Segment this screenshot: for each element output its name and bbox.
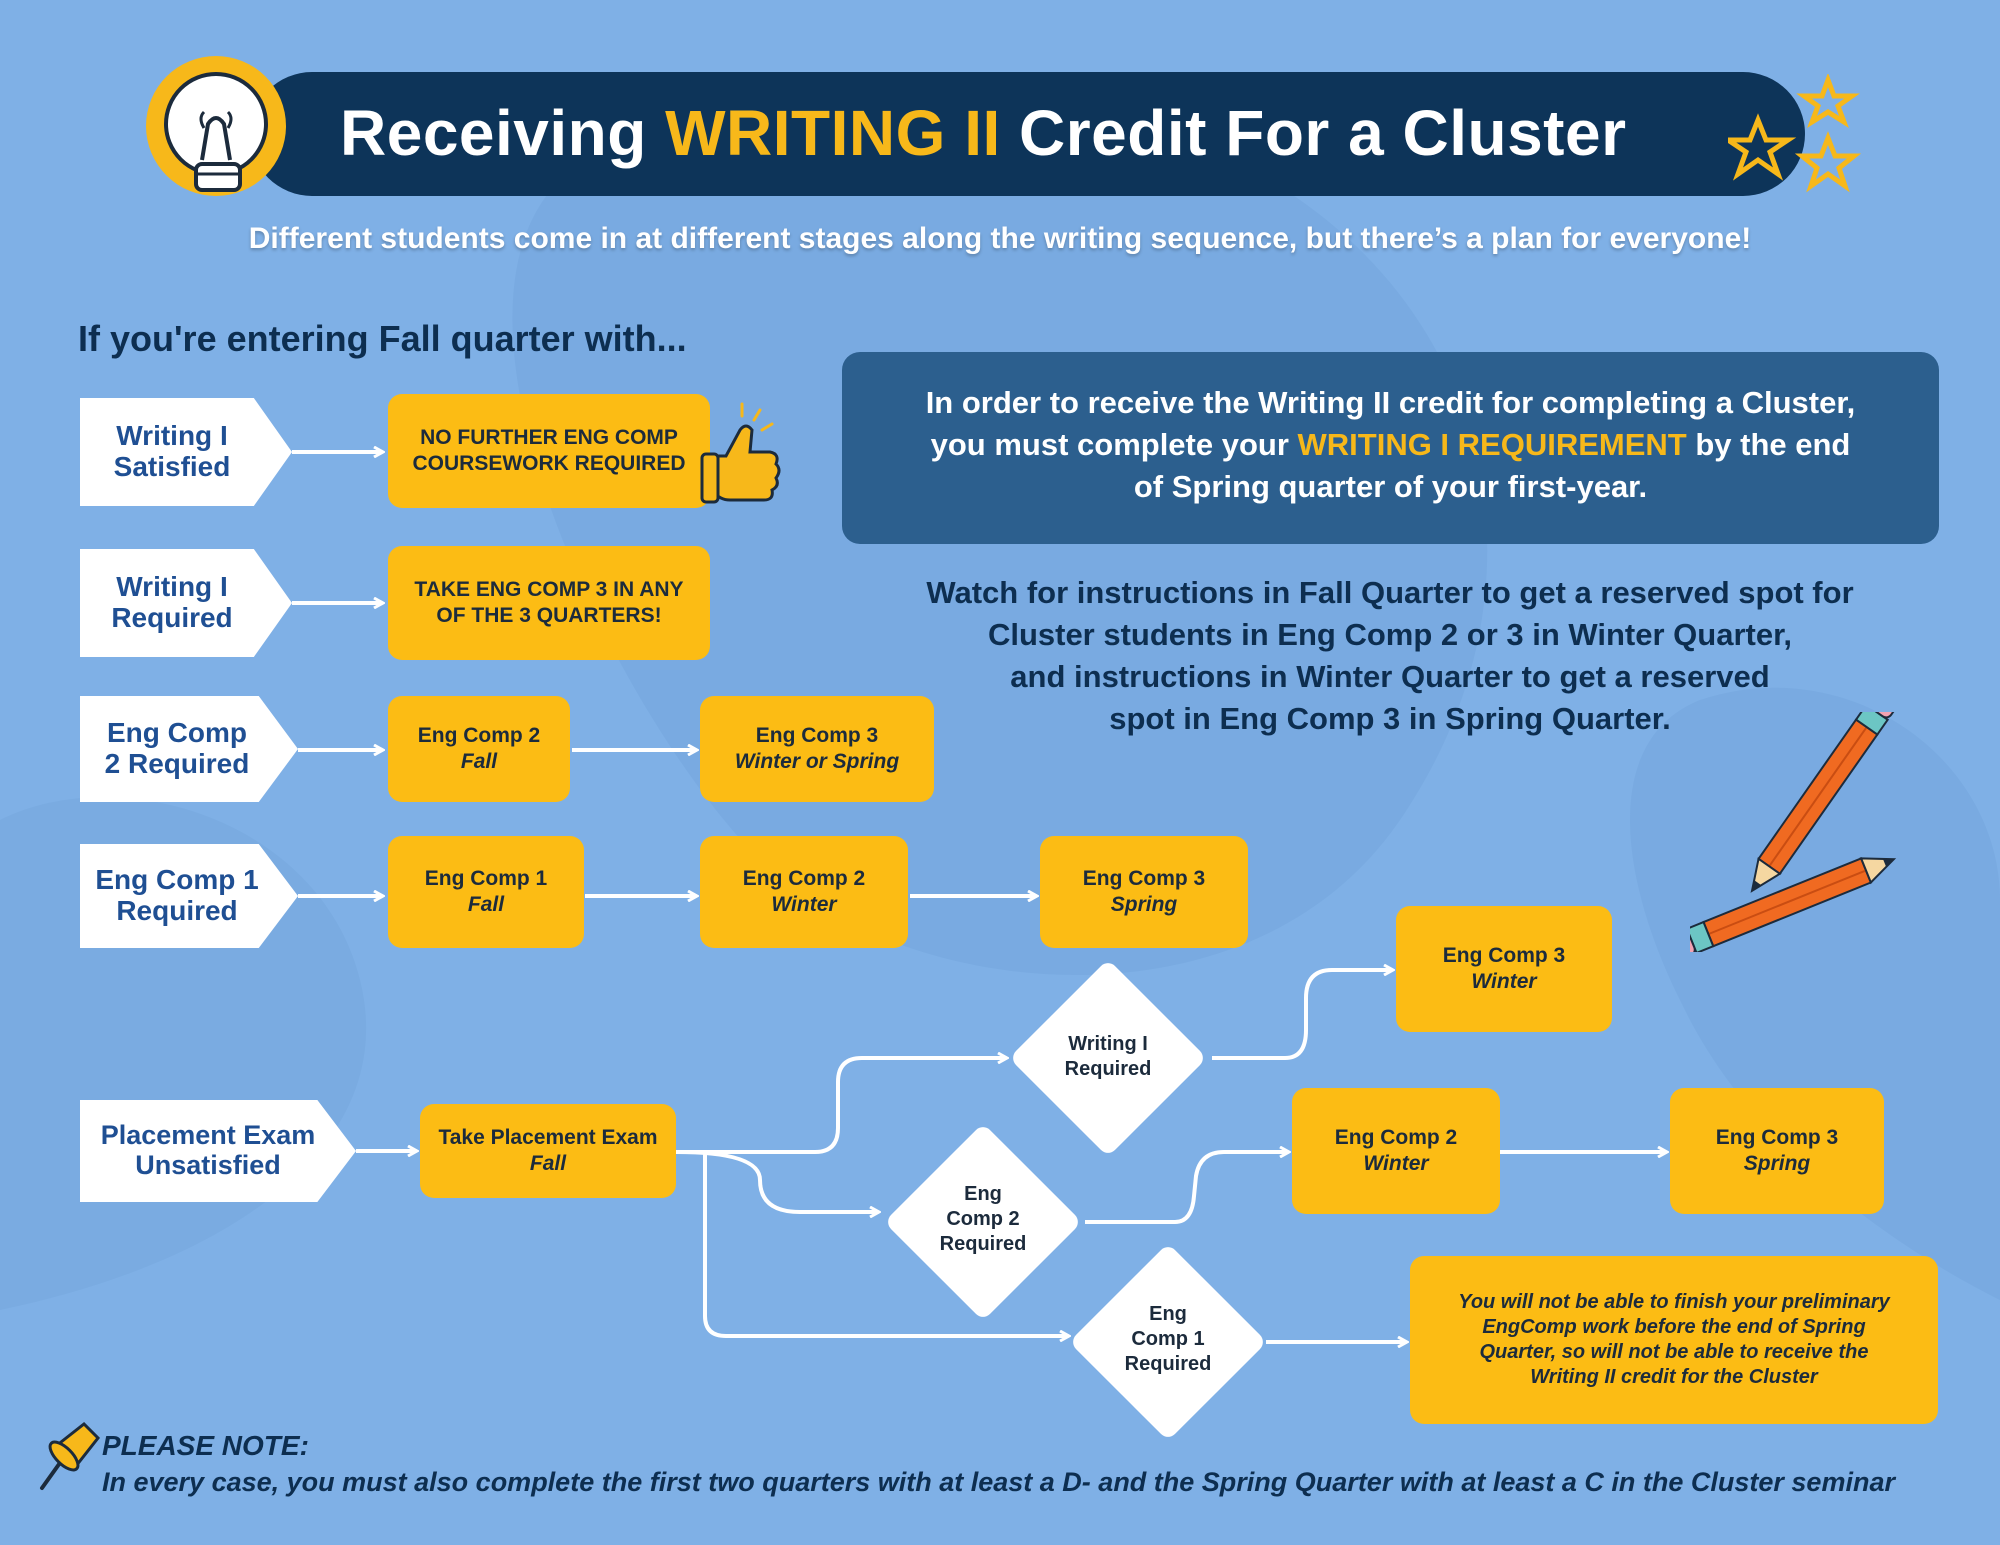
title-highlight: WRITING II [665, 97, 1001, 169]
step-engcomp2-winter: Eng Comp 2 Winter [700, 836, 908, 948]
lightbulb-icon [146, 56, 286, 196]
thumbs-up-icon [700, 402, 781, 504]
writing2-requirement-panel: In order to receive the Writing II credi… [842, 352, 1939, 544]
section-heading: If you're entering Fall quarter with... [78, 318, 687, 359]
step-placement-engcomp2-winter: Eng Comp 2 Winter [1292, 1088, 1500, 1214]
stars-icon [1728, 74, 1862, 193]
page-title: Receiving WRITING II Credit For a Cluste… [340, 97, 1627, 169]
step-placement-engcomp3-spring: Eng Comp 3 Spring [1670, 1088, 1884, 1214]
note-text: In every case, you must also complete th… [102, 1467, 1895, 1497]
step-engcomp3-winter: Eng Comp 3 Winter [1396, 906, 1612, 1032]
result-no-further-coursework: NO FURTHER ENG COMP COURSEWORK REQUIRED [388, 394, 710, 508]
title-banner [250, 72, 1805, 196]
pushpin-icon [40, 1421, 101, 1490]
step-engcomp3-winter-or-spring: Eng Comp 3 Winter or Spring [700, 696, 934, 802]
result-no-writing2-credit: You will not be able to finish your prel… [1410, 1256, 1938, 1424]
pencil-icon [1690, 712, 1897, 952]
step-take-placement-exam: Take Placement Exam Fall [420, 1104, 676, 1198]
step-engcomp3-spring: Eng Comp 3 Spring [1040, 836, 1248, 948]
note-title: PLEASE NOTE: [102, 1430, 309, 1461]
reserved-spot-instructions: Watch for instructions in Fall Quarter t… [926, 575, 1854, 737]
step-engcomp1-fall: Eng Comp 1 Fall [388, 836, 584, 948]
requirement-highlight: WRITING I REQUIREMENT [1297, 426, 1687, 462]
step-engcomp2-fall: Eng Comp 2 Fall [388, 696, 570, 802]
subtitle: Different students come in at different … [248, 222, 1752, 255]
result-take-engcomp3-any-quarter: TAKE ENG COMP 3 IN ANY OF THE 3 QUARTERS… [388, 546, 710, 660]
